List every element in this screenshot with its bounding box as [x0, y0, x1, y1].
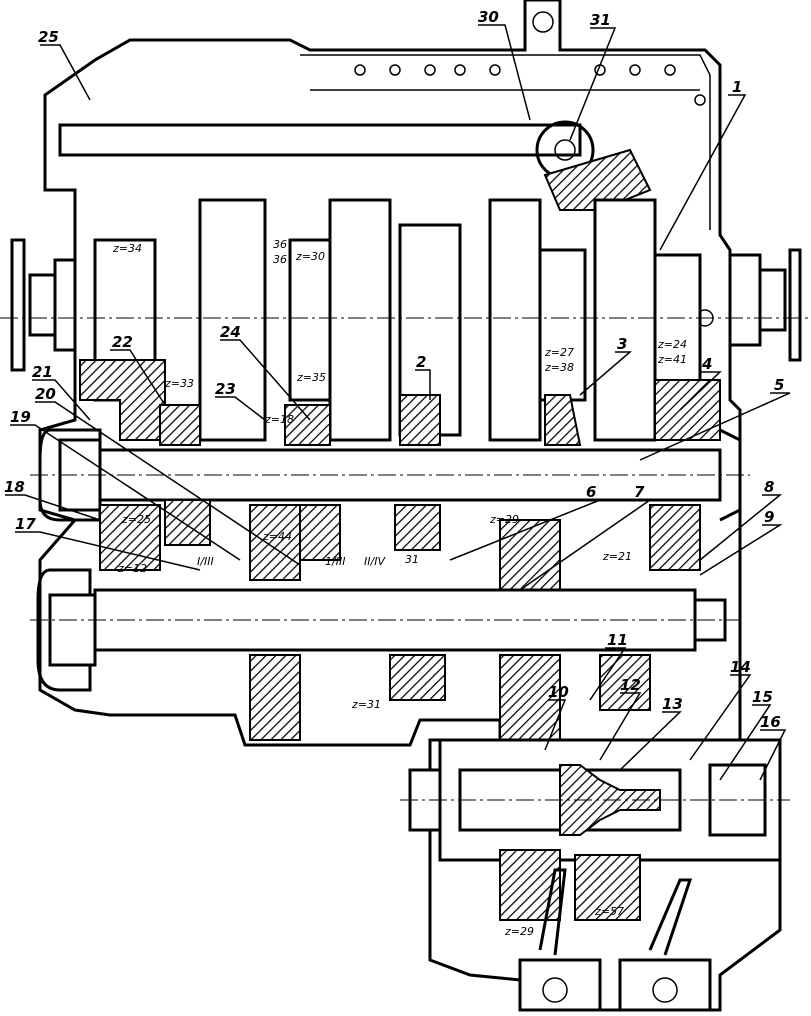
- z-21: z=21: [602, 550, 632, 563]
- z-29b: z=29: [504, 925, 534, 938]
- label-23: 23: [215, 380, 236, 398]
- label-8: 8: [764, 478, 774, 496]
- label-12: 12: [620, 676, 641, 694]
- z-31b: z=31: [351, 698, 381, 711]
- label-6: 6: [586, 483, 596, 501]
- label-16: 16: [760, 713, 781, 731]
- label-24: 24: [220, 323, 241, 341]
- label-4: 4: [701, 355, 712, 373]
- centerlines: [0, 317, 811, 801]
- gear-position-1-3: I/III: [197, 555, 214, 568]
- label-10: 10: [548, 683, 569, 701]
- upper-shaft: [58, 120, 652, 211]
- label-20: 20: [35, 385, 56, 403]
- z-35: z=35: [296, 371, 326, 384]
- gear-position-2-4: II/IV: [364, 555, 386, 568]
- z-31a: 31: [405, 553, 419, 566]
- label-31: 31: [590, 11, 611, 29]
- label-3: 3: [617, 335, 627, 353]
- z-33: z=33: [164, 377, 194, 390]
- flanges: [10, 238, 802, 372]
- z-30: z=30: [295, 250, 325, 263]
- label-17: 17: [15, 515, 36, 533]
- z-29a: z=29: [489, 513, 519, 526]
- z-18: z=18: [264, 413, 294, 426]
- part-number-labels: 25 30 31 1 22 21 20 19 18 17 24 23 2 3 4…: [4, 8, 784, 731]
- label-13: 13: [662, 695, 683, 713]
- z-36a: 36: [273, 238, 287, 251]
- z-27: z=27: [544, 346, 574, 359]
- label-11: 11: [607, 631, 628, 649]
- z-38: z=38: [544, 361, 574, 374]
- z-36b: 36: [273, 253, 287, 266]
- label-1: 1: [732, 78, 742, 96]
- z-44: z=44: [262, 530, 292, 543]
- label-19: 19: [10, 408, 31, 426]
- label-15: 15: [752, 688, 773, 706]
- label-5: 5: [774, 376, 784, 394]
- label-7: 7: [634, 483, 645, 501]
- z-57: z=57: [594, 905, 624, 918]
- z-25: z=25: [121, 513, 151, 526]
- gear-position-1-3b: 1/III: [325, 555, 345, 568]
- gear-tooth-count-labels: z=34 36 36 z=30 z=33 z=18 z=35 z=27 z=38…: [112, 238, 687, 938]
- leader-lines: [5, 24, 791, 781]
- label-21: 21: [32, 363, 53, 381]
- label-18: 18: [4, 478, 25, 496]
- label-2: 2: [416, 353, 426, 371]
- z-34: z=34: [112, 242, 142, 255]
- main-gears-upper: [79, 198, 721, 446]
- label-22: 22: [112, 333, 133, 351]
- label-14: 14: [730, 658, 751, 676]
- label-30: 30: [478, 8, 499, 26]
- z-41: z=41: [657, 353, 687, 366]
- z-24: z=24: [657, 338, 687, 351]
- label-9: 9: [764, 508, 774, 526]
- output-shaft: [408, 738, 782, 1012]
- label-25: 25: [38, 28, 59, 46]
- z-12: z=12: [117, 562, 147, 575]
